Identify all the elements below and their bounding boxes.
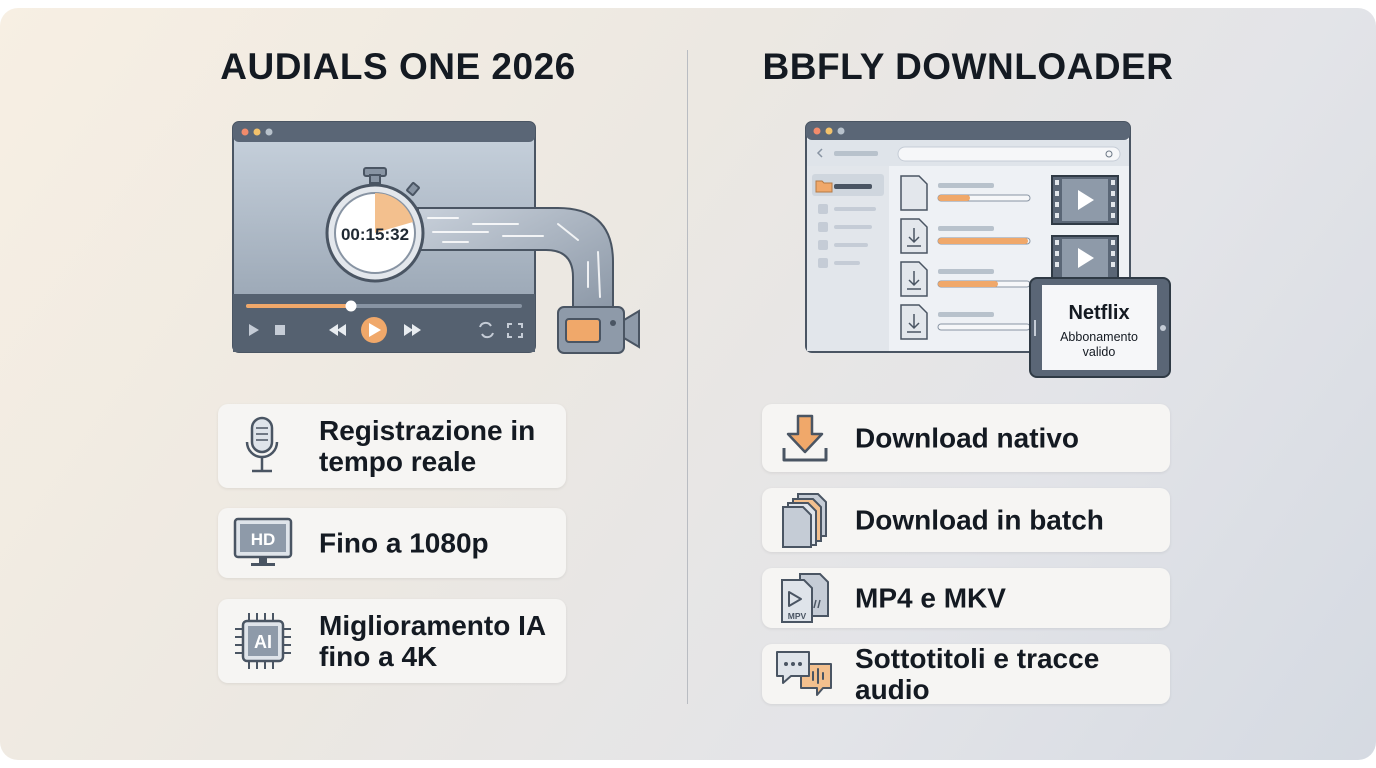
fullscreen-icon[interactable] [507, 323, 523, 338]
app-titlebar [806, 122, 1130, 140]
ai-chip-icon: AI [235, 613, 291, 669]
video-files-icon: MPV [781, 573, 829, 623]
video-thumbnail-icon [1051, 175, 1119, 225]
microphone-icon [245, 416, 279, 473]
feature-card-native-download: Download nativo [762, 404, 1170, 472]
feature-label: Download in batch [855, 504, 1104, 536]
svg-text:HD: HD [251, 530, 276, 549]
file-tag-text: MPV [788, 611, 807, 621]
feature-card-ai-upscale: AI Miglioramento IA fino a 4K [218, 599, 566, 683]
feature-label: Sottotitoli e tracce audio [855, 643, 1100, 705]
play-icon [369, 323, 381, 337]
stacked-files-icon [782, 493, 827, 548]
rewind-icon[interactable] [329, 324, 346, 336]
feature-card-subtitles: Sottotitoli e tracce audio [762, 643, 1170, 705]
feature-label: Fino a 1080p [319, 527, 489, 559]
fast-forward-icon[interactable] [404, 324, 421, 336]
feature-label-line2: fino a 4K [319, 641, 438, 672]
column-divider [687, 50, 688, 704]
tablet-line2: valido [1083, 345, 1116, 359]
maximize-dot-icon [837, 127, 845, 135]
feature-card-1080p: HD Fino a 1080p [218, 508, 566, 578]
feature-label: Download nativo [855, 422, 1079, 454]
stop-icon[interactable] [275, 325, 285, 335]
folder-icon[interactable] [815, 180, 833, 193]
close-dot-icon [241, 128, 249, 136]
right-title: BBFLY DOWNLOADER [762, 46, 1174, 87]
feature-card-formats: MPV MP4 e MKV [762, 568, 1170, 628]
stopwatch-elapsed-sector [375, 193, 413, 233]
feature-label-line1: Miglioramento IA [319, 610, 547, 641]
feature-label-line2: tempo reale [319, 446, 477, 477]
svg-text:AI: AI [254, 632, 272, 652]
tablet-device: Netflix Abbonamento valido [1029, 277, 1171, 378]
timer-text: 00:15:32 [341, 225, 409, 244]
search-icon[interactable] [1105, 150, 1113, 158]
feature-label: Miglioramento IA fino a 4K [319, 610, 546, 672]
maximize-dot-icon [265, 128, 273, 136]
camera-viewfinder-icon [623, 309, 640, 349]
download-list [900, 175, 1031, 340]
repeat-icon[interactable] [479, 321, 494, 339]
infographic-frame: AUDIALS ONE 2026 [0, 8, 1376, 760]
video-thumbnail-icon [1051, 235, 1119, 281]
hd-monitor-icon: HD [233, 517, 293, 566]
feature-label: Registrazione in tempo reale [319, 415, 535, 477]
back-icon[interactable] [816, 148, 823, 158]
camera-lens [565, 318, 601, 343]
progress-knob[interactable] [345, 300, 357, 312]
feature-label: MP4 e MKV [855, 582, 1006, 614]
progress-fill [246, 304, 351, 308]
feature-card-realtime: Registrazione in tempo reale [218, 404, 566, 488]
player-titlebar [233, 122, 535, 142]
minimize-dot-icon [253, 128, 261, 136]
left-title: AUDIALS ONE 2026 [220, 46, 576, 87]
tablet-line1: Abbonamento [1060, 330, 1138, 344]
minimize-dot-icon [825, 127, 833, 135]
tablet-title: Netflix [1068, 302, 1129, 324]
feature-label-line1: Registrazione in [319, 415, 536, 446]
screen-recorder-illustration: 00:15:32 [232, 121, 640, 354]
app-search-field[interactable] [897, 146, 1121, 162]
feature-card-batch-download: Download in batch [762, 488, 1170, 552]
play-small-icon[interactable] [249, 324, 259, 336]
downloader-illustration: Netflix Abbonamento valido [805, 121, 1171, 378]
chat-audio-icon [776, 651, 832, 696]
close-dot-icon [813, 127, 821, 135]
download-icon [782, 414, 828, 462]
